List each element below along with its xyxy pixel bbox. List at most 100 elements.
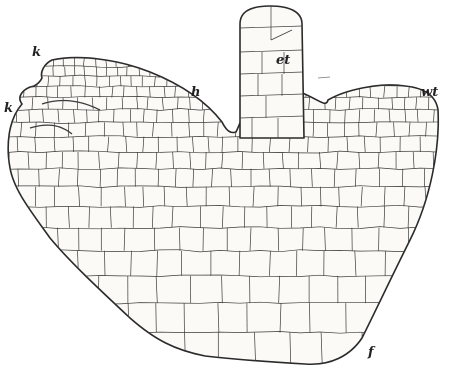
cell-wall bbox=[371, 67, 372, 76]
cell-wall bbox=[5, 76, 6, 86]
cell-wall bbox=[105, 251, 106, 276]
cell-wall bbox=[72, 50, 73, 58]
cell-wall bbox=[137, 123, 138, 137]
cell-wall bbox=[318, 86, 319, 97]
cell-wall bbox=[381, 67, 382, 76]
cell-wall bbox=[106, 67, 107, 76]
cell-wall bbox=[389, 58, 390, 67]
cell-wall bbox=[328, 76, 329, 86]
cell-wall bbox=[16, 76, 17, 86]
cell-wall bbox=[316, 76, 317, 86]
cell-wall bbox=[9, 67, 10, 76]
cell-wall bbox=[52, 251, 53, 276]
cell-wall bbox=[446, 109, 447, 122]
cell-wall bbox=[191, 58, 192, 67]
cell-wall bbox=[210, 58, 211, 67]
cell-wall bbox=[212, 67, 213, 76]
cell-wall bbox=[399, 50, 400, 58]
cell-wall bbox=[0, 206, 1, 227]
cell-wall bbox=[424, 333, 425, 365]
cell-wall bbox=[150, 333, 151, 365]
cell-wall bbox=[379, 58, 380, 67]
cell-wall bbox=[363, 50, 364, 58]
cell-wall bbox=[319, 67, 320, 76]
cell-wall bbox=[443, 86, 444, 97]
cell-wall bbox=[154, 228, 155, 251]
cell-wall bbox=[17, 333, 18, 365]
cell-wall bbox=[46, 50, 47, 58]
cell-row-boundary bbox=[0, 49, 440, 51]
cell-wall bbox=[438, 67, 439, 76]
cell-wall bbox=[189, 50, 190, 58]
stray-mark bbox=[318, 77, 330, 78]
suspensor-column bbox=[240, 6, 304, 138]
cell-wall bbox=[151, 365, 152, 391]
cell-wall bbox=[85, 86, 86, 97]
cell-wall bbox=[214, 86, 215, 97]
cell-wall bbox=[181, 67, 182, 76]
cell-wall bbox=[47, 333, 48, 365]
cell-wall bbox=[361, 58, 362, 67]
cell-wall bbox=[192, 67, 193, 76]
cell-wall bbox=[32, 303, 33, 333]
cell-wall bbox=[236, 50, 237, 58]
cell-wall bbox=[173, 109, 174, 122]
cell-wall bbox=[206, 50, 207, 58]
cell-wall bbox=[11, 187, 12, 207]
cell-wall bbox=[76, 365, 77, 391]
cell-wall bbox=[0, 365, 1, 391]
cell-wall bbox=[235, 67, 236, 76]
label-f: f bbox=[367, 345, 376, 360]
cell-row-boundary bbox=[0, 364, 440, 366]
cell-wall bbox=[40, 67, 41, 76]
cell-wall bbox=[24, 206, 25, 227]
cell-wall bbox=[13, 228, 14, 251]
cell-wall bbox=[310, 303, 311, 333]
cell-wall bbox=[242, 152, 243, 169]
cell-wall bbox=[413, 67, 414, 76]
cell-wall bbox=[434, 50, 435, 58]
cell-wall bbox=[231, 58, 232, 67]
cell-wall bbox=[306, 76, 307, 86]
cell-wall bbox=[381, 50, 382, 58]
cell-wall bbox=[360, 67, 361, 76]
cell-wall bbox=[94, 303, 95, 333]
cell-wall bbox=[206, 152, 207, 169]
cell-wall bbox=[0, 109, 1, 122]
cell-wall bbox=[54, 50, 55, 58]
cell-wall bbox=[157, 109, 158, 122]
cell-wall bbox=[171, 50, 172, 58]
cell-wall bbox=[217, 97, 218, 109]
cell-wall bbox=[227, 86, 228, 97]
cell-wall bbox=[406, 50, 407, 58]
cell-wall bbox=[0, 137, 1, 152]
cell-wall bbox=[438, 137, 439, 152]
cell-wall bbox=[420, 365, 421, 391]
cell-wall bbox=[341, 67, 342, 76]
cell-wall bbox=[428, 206, 429, 227]
cell-wall bbox=[318, 58, 319, 67]
cell-wall bbox=[425, 58, 426, 67]
cell-wall bbox=[328, 58, 329, 67]
cell-wall bbox=[350, 76, 351, 86]
cell-wall bbox=[447, 58, 448, 67]
cell-wall bbox=[410, 251, 411, 276]
cell-wall bbox=[156, 303, 157, 333]
cell-wall bbox=[339, 58, 340, 67]
cell-wall bbox=[0, 303, 1, 333]
cell-wall bbox=[189, 76, 190, 86]
cell-wall bbox=[443, 50, 444, 58]
cell-wall bbox=[214, 76, 215, 86]
cell-wall bbox=[106, 50, 107, 58]
cell-wall bbox=[335, 50, 336, 58]
cell-wall bbox=[18, 50, 19, 58]
cell-wall bbox=[13, 58, 14, 67]
label-k-upper: k bbox=[32, 45, 41, 60]
cell-wall bbox=[14, 276, 15, 303]
cell-wall bbox=[353, 50, 354, 58]
label-k-lower: k bbox=[4, 101, 13, 116]
cell-wall bbox=[370, 50, 371, 58]
cell-wall bbox=[25, 58, 26, 67]
cell-wall bbox=[392, 276, 393, 303]
